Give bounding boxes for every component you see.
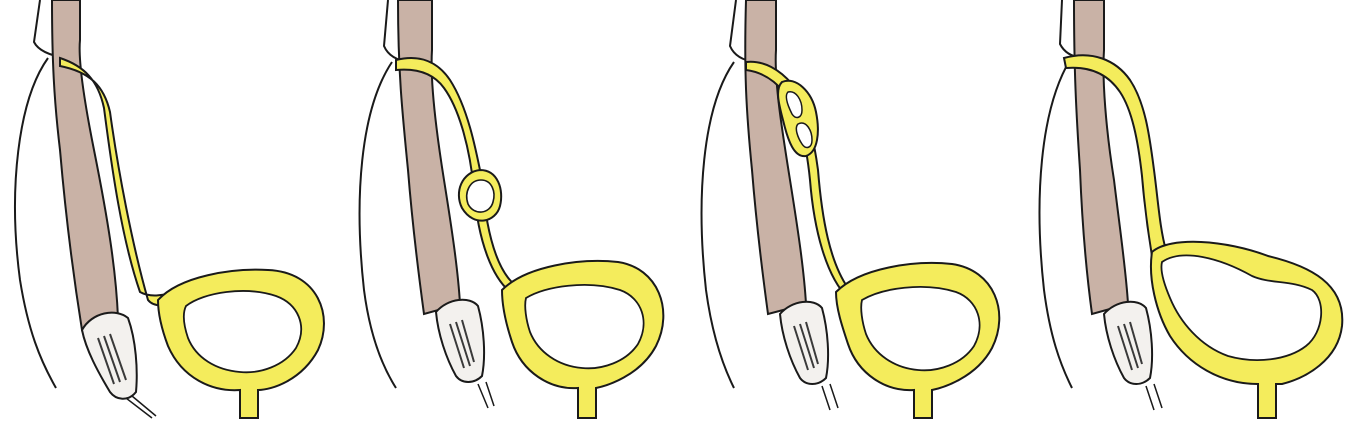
outer-body-contour <box>358 61 397 389</box>
panel-4 <box>1020 0 1360 424</box>
bulge-lumen <box>465 179 495 213</box>
outer-body-contour <box>1038 59 1073 389</box>
reservoir-lumen <box>1160 254 1323 361</box>
base-cap <box>434 298 486 383</box>
base-cap <box>80 311 138 400</box>
panel-1-drawing <box>14 0 325 419</box>
base-tail <box>1145 383 1163 411</box>
column-shaft <box>396 0 462 316</box>
base-tail <box>477 381 495 409</box>
base-cap-hatching <box>1117 321 1143 371</box>
base-cap <box>1102 300 1154 385</box>
base-cap-hatching <box>97 333 127 385</box>
base-cap-hatching <box>449 319 475 369</box>
reservoir-lumen <box>524 284 645 370</box>
panel-3-drawing <box>700 0 1001 419</box>
reservoir-lumen <box>860 286 981 372</box>
panel-1 <box>0 0 340 424</box>
reservoir-lumen <box>182 290 302 374</box>
outer-body-contour <box>700 61 735 389</box>
panel-2 <box>340 0 680 424</box>
panel-3 <box>680 0 1020 424</box>
base-cap <box>778 300 830 385</box>
panel-2-drawing <box>358 0 665 419</box>
base-tail <box>125 395 157 419</box>
panel-4-drawing <box>1038 0 1344 419</box>
outer-body-contour <box>14 57 57 389</box>
pouch-lumen-upper <box>785 91 803 119</box>
pouch-lumen-lower <box>795 122 813 149</box>
column-shaft <box>1072 0 1130 316</box>
base-cap-hatching <box>793 321 819 371</box>
base-tail <box>821 383 839 411</box>
column-shaft <box>50 0 120 332</box>
column-shaft <box>744 0 808 316</box>
